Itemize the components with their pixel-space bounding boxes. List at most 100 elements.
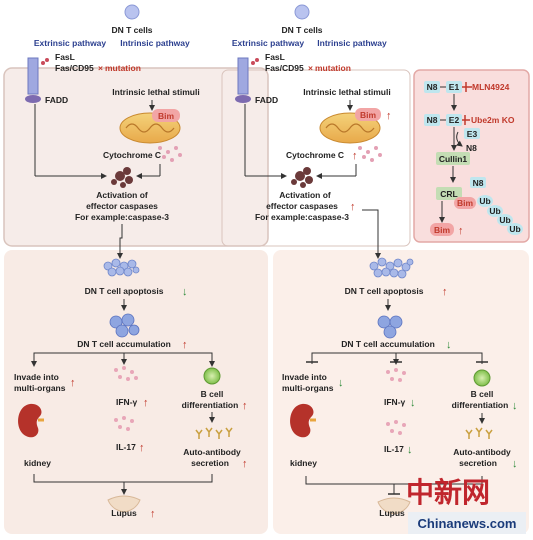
left-fas-receptor-icon — [27, 57, 39, 95]
right-ifn-label: IFN-γ — [384, 397, 406, 407]
left-bcell-line2: differentiation — [182, 400, 239, 410]
right-auto-down-arrow: ↓ — [512, 458, 518, 470]
bim-label-1: Bim — [457, 198, 474, 208]
left-auto-line1: Auto-antibody — [183, 447, 241, 457]
right-pathway: DN T cells Extrinsic pathway Intrinsic p… — [232, 4, 518, 518]
left-stimuli-label: Intrinsic lethal stimuli — [112, 87, 199, 97]
right-accumulation-cells-icon — [377, 315, 403, 339]
bim-badge-1 — [454, 197, 476, 209]
watermark-site: Chinanews.com — [418, 516, 517, 531]
n8-badge-4 — [470, 177, 486, 188]
right-apoptosis-label: DN T cell apoptosis — [345, 286, 424, 296]
left-ifn-up-arrow: ↑ — [143, 397, 149, 409]
right-extrinsic-label: Extrinsic pathway — [232, 38, 305, 48]
right-ifn-dots-icon — [386, 368, 406, 382]
left-apoptosis-cells-icon — [103, 258, 140, 277]
right-top-frame — [221, 69, 411, 247]
right-mutation-label: mutation — [315, 63, 351, 73]
ub-label-2: Ub — [489, 206, 500, 216]
right-kidney-icon — [290, 403, 314, 438]
mln4924-label: MLN4924 — [472, 82, 510, 92]
left-ifn-label: IFN-γ — [116, 397, 138, 407]
left-fas-label: Fas/CD95 — [55, 63, 94, 73]
left-activation-line2: effector caspases — [86, 201, 158, 211]
left-invade-up-arrow: ↑ — [70, 377, 76, 389]
right-ifn-down-arrow: ↓ — [410, 397, 416, 409]
right-apoptosis-up-arrow: ↑ — [442, 286, 448, 298]
left-caspase-icon — [111, 167, 133, 188]
left-cross-icon: × — [98, 63, 103, 73]
dnt-cell-icon — [294, 4, 310, 20]
left-fasl-label: FasL — [55, 52, 75, 62]
e3-label: E3 — [467, 129, 478, 139]
n8-label-1: N8 — [427, 82, 438, 92]
ub-label-1: Ub — [479, 196, 490, 206]
right-apoptosis-cells-icon — [369, 257, 414, 279]
left-fadd-icon — [25, 95, 41, 103]
left-extrinsic-label: Extrinsic pathway — [34, 38, 107, 48]
right-fasl-dot-icon — [251, 61, 255, 65]
left-il17-up-arrow: ↑ — [139, 442, 145, 454]
right-cytochrome-up-arrow: ↑ — [352, 150, 358, 162]
right-cytochrome-dots-icon — [358, 146, 382, 162]
left-activation-line3: For example:caspase-3 — [75, 212, 169, 222]
left-accumulation-label: DN T cell accumulation — [77, 339, 171, 349]
left-bcell-line1: B cell — [201, 389, 224, 399]
left-bottom-panel — [4, 250, 268, 534]
right-antibody-icon — [465, 427, 493, 439]
right-bottom-panel — [273, 250, 529, 534]
e1-badge — [446, 81, 462, 93]
ube2m-label: Ube2m KO — [471, 115, 515, 125]
right-il17-dots-icon — [386, 420, 406, 435]
right-bcell-line1: B cell — [471, 389, 494, 399]
right-fasl-label: FasL — [265, 52, 285, 62]
bim-badge-2 — [430, 223, 454, 236]
left-auto-line2: secretion — [191, 458, 229, 468]
left-kidney-icon — [18, 403, 42, 438]
left-fadd-label: FADD — [45, 95, 68, 105]
right-fasl-dot-icon — [255, 58, 259, 62]
right-accumulation-label: DN T cell accumulation — [341, 339, 435, 349]
right-activation-line3: For example:caspase-3 — [255, 212, 349, 222]
right-kidney-label: kidney — [290, 458, 317, 468]
right-cytochrome-label: Cytochrome C — [286, 150, 344, 160]
left-accumulation-cells-icon — [109, 313, 140, 338]
neddylation-panel — [413, 69, 530, 243]
right-cross-icon: × — [308, 63, 313, 73]
right-fadd-label: FADD — [255, 95, 278, 105]
right-fas-receptor-icon — [237, 57, 249, 95]
left-cytochrome-label: Cytochrome C — [103, 150, 161, 160]
e3-badge — [464, 128, 480, 139]
right-bcell-icon — [473, 369, 491, 387]
left-intrinsic-label: Intrinsic pathway — [120, 38, 190, 48]
left-lupus-up-arrow: ↑ — [150, 508, 156, 520]
cullin1-badge — [436, 152, 470, 165]
left-title: DN T cells — [111, 25, 152, 35]
right-fas-label: Fas/CD95 — [265, 63, 304, 73]
left-auto-up-arrow: ↑ — [242, 458, 248, 470]
left-fasl-dot-icon — [41, 61, 45, 65]
n8-label-4: N8 — [473, 178, 484, 188]
e1-label: E1 — [449, 82, 460, 92]
right-fadd-icon — [235, 95, 251, 103]
bim-label-2: Bim — [434, 225, 451, 235]
left-top-panel — [3, 67, 269, 247]
right-il17-label: IL-17 — [384, 444, 404, 454]
ub-label-3: Ub — [499, 215, 510, 225]
left-ifn-dots-icon — [114, 366, 138, 381]
left-patient-icon — [107, 495, 141, 513]
right-invade-line1: Invade into — [282, 372, 327, 382]
right-activation-line2: effector caspases — [266, 201, 338, 211]
watermark: 中新网 Chinanews.com — [406, 476, 526, 534]
left-antibody-icon — [195, 427, 233, 439]
neddylation-pathway: N8 E1 MLN4924 N8 E2 Ube2m KO E3 N8 Culli… — [424, 81, 523, 237]
right-patient-icon — [377, 497, 411, 515]
right-intrinsic-label: Intrinsic pathway — [317, 38, 387, 48]
left-apoptosis-down-arrow: ↓ — [182, 286, 188, 298]
right-il17-down-arrow: ↓ — [407, 444, 413, 456]
right-stimuli-label: Intrinsic lethal stimuli — [303, 87, 390, 97]
left-activation-line1: Activation of — [96, 190, 148, 200]
crl-label: CRL — [440, 189, 457, 199]
ub-label-4: Ub — [509, 224, 520, 234]
right-bim-up-arrow: ↑ — [386, 110, 392, 122]
